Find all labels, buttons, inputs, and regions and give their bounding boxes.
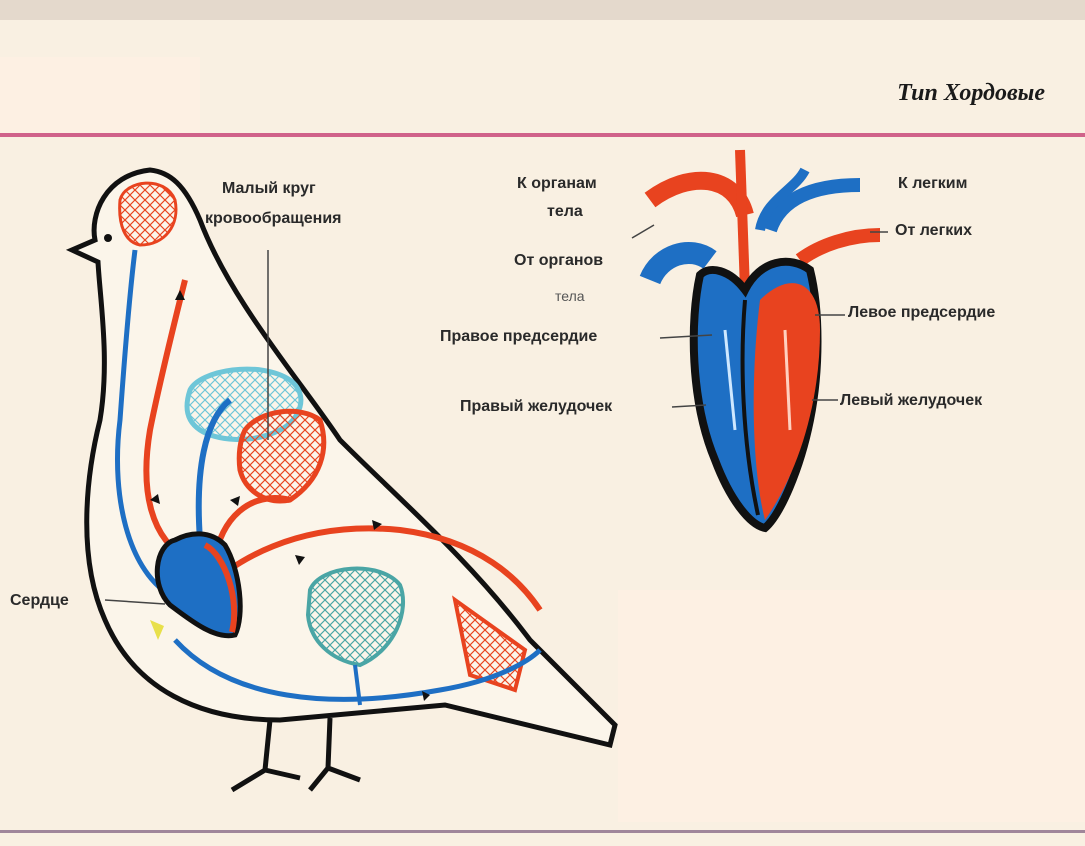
label-heart: Сердце xyxy=(10,592,69,610)
label-to-body-2: тела xyxy=(547,203,583,221)
label-from-body-2: тела xyxy=(555,288,585,304)
label-left-atrium: Левое предсердие xyxy=(848,304,995,322)
label-to-lungs: К легким xyxy=(898,175,967,193)
label-from-lungs: От легких xyxy=(895,222,972,240)
label-from-body-1: От органов xyxy=(514,252,603,270)
bottom-rule xyxy=(0,830,1085,833)
label-right-ventricle: Правый желудочек xyxy=(460,398,612,416)
label-left-ventricle: Левый желудочек xyxy=(840,392,982,410)
blank-patch-bottom xyxy=(618,590,1085,822)
label-to-body-1: К органам xyxy=(517,175,597,193)
label-pulmonary-circle-2: кровообращения xyxy=(205,210,342,228)
heart-detail-drawing xyxy=(650,150,880,528)
label-pulmonary-circle-1: Малый круг xyxy=(222,180,316,198)
label-right-atrium: Правое предсердие xyxy=(440,328,597,346)
